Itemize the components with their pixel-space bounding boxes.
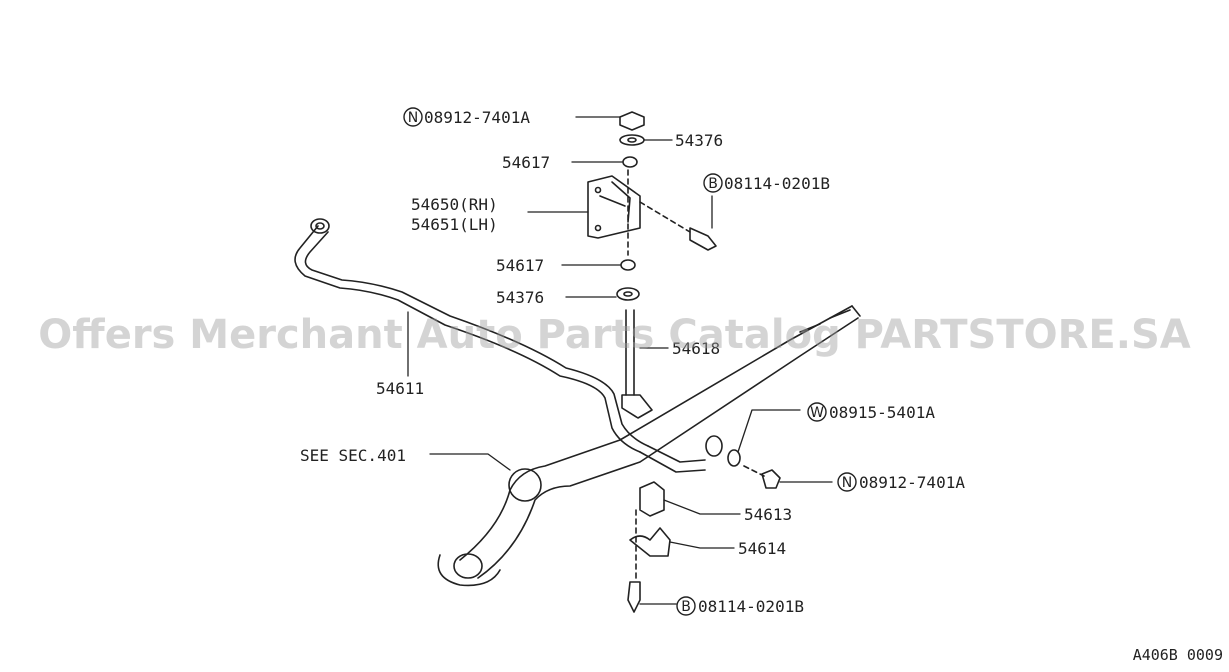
callout-prefix-washer-side: W: [810, 405, 824, 421]
crossmember-drawing: [437, 305, 861, 587]
prefix-circles: [403, 107, 857, 616]
callout-bushing-mid: 54617: [496, 256, 544, 275]
callout-washer-mid: 54376: [496, 288, 544, 307]
callout-clamp: 54614: [738, 539, 786, 558]
callout-nut-side: 08912-7401A: [859, 473, 965, 492]
bushing-clamp-drawing: [627, 481, 671, 613]
top-bolt-drawing: [639, 201, 717, 251]
callout-nut-top: 08912-7401A: [424, 108, 530, 127]
callout-bracket-lh: 54651(LH): [411, 215, 498, 234]
link-stack-drawing: [616, 111, 653, 419]
callout-washer-top: 54376: [675, 131, 723, 150]
bracket-drawing: [587, 175, 641, 239]
callout-link-rod: 54618: [672, 339, 720, 358]
callout-see-sec: SEE SEC.401: [300, 446, 406, 465]
drawing-code: A406B 0009: [1132, 646, 1223, 664]
side-hardware-drawing: [705, 435, 781, 489]
callout-bracket-rh: 54650(RH): [411, 195, 498, 214]
callout-bushing-bottom: 54613: [744, 505, 792, 524]
callout-bolt-bottom: 08114-0201B: [698, 597, 804, 616]
leader-lines: [407, 116, 833, 605]
callout-bolt-top: 08114-0201B: [724, 174, 830, 193]
callout-stabilizer-bar: 54611: [376, 379, 424, 398]
callout-bushing-top: 54617: [502, 153, 550, 172]
callout-prefix-bolt-bottom: B: [681, 599, 691, 615]
callout-prefix-nut-side: N: [842, 475, 852, 491]
stabilizer-bar-drawing: [294, 218, 706, 473]
callout-prefix-bolt-top: B: [708, 176, 718, 192]
callout-washer-side: 08915-5401A: [829, 403, 935, 422]
callout-prefix-nut-top: N: [408, 110, 418, 126]
